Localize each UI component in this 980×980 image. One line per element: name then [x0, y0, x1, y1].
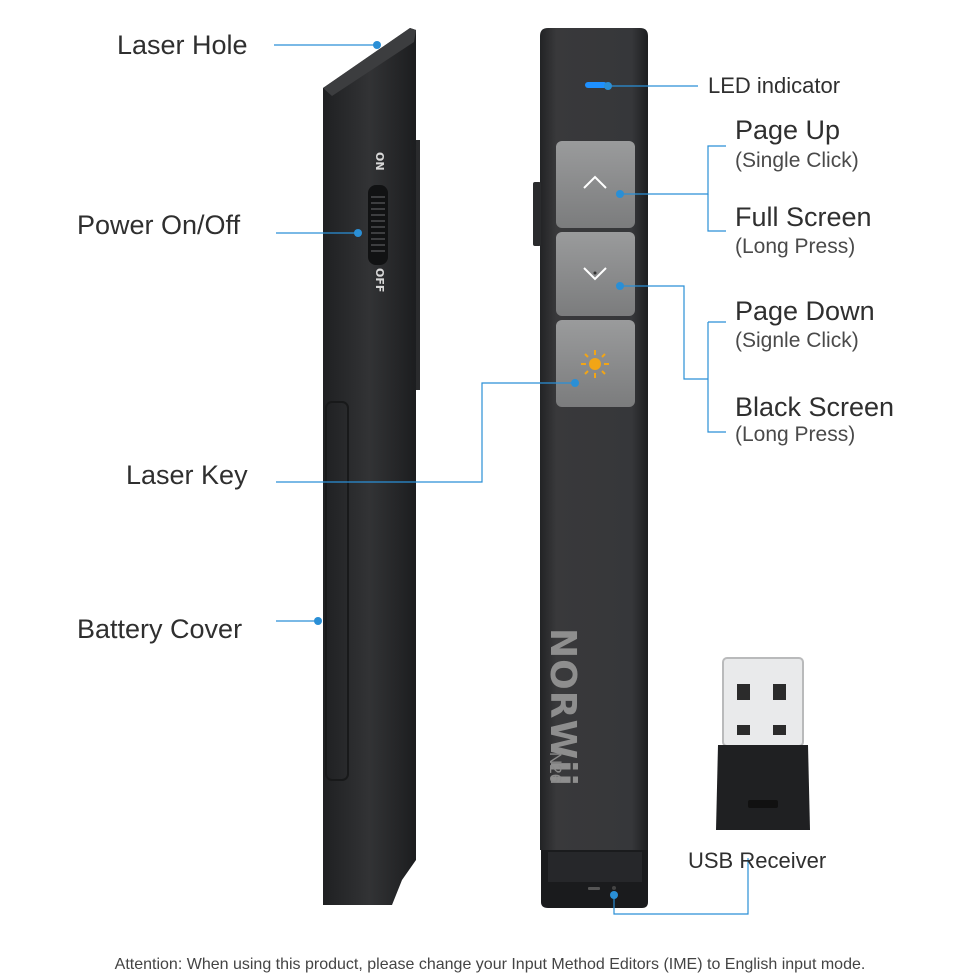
presenter-side-view — [323, 28, 420, 905]
label-page-down: Page Down — [735, 296, 875, 326]
label-page-up-sub: (Single Click) — [735, 149, 859, 172]
label-power: Power On/Off — [77, 210, 241, 240]
usb-receiver-image — [716, 657, 810, 830]
chevron-up-icon — [583, 175, 607, 189]
attention-note: Attention: When using this product, plea… — [114, 956, 866, 973]
switch-off-label: OFF — [373, 268, 386, 293]
led-indicator — [585, 82, 607, 88]
label-laser-key: Laser Key — [126, 460, 248, 490]
label-black-screen: Black Screen — [735, 392, 895, 422]
sun-icon — [581, 350, 609, 378]
callout-lines — [274, 44, 749, 915]
label-page-up: Page Up — [735, 115, 841, 145]
switch-on-label: ON — [373, 152, 386, 171]
page-up-button — [556, 141, 635, 228]
callout-dots — [314, 41, 624, 899]
label-black-screen-sub: (Long Press) — [735, 423, 856, 446]
chevron-down-icon — [583, 267, 607, 281]
label-full-screen-sub: (Long Press) — [735, 235, 856, 258]
label-battery-cover: Battery Cover — [77, 614, 243, 644]
label-page-down-sub: (Signle Click) — [735, 329, 859, 352]
label-full-screen: Full Screen — [735, 202, 872, 232]
label-usb-receiver: USB Receiver — [688, 848, 827, 873]
label-led: LED indicator — [708, 73, 841, 98]
label-laser-hole: Laser Hole — [117, 30, 248, 60]
model-text: N26 — [546, 752, 565, 784]
